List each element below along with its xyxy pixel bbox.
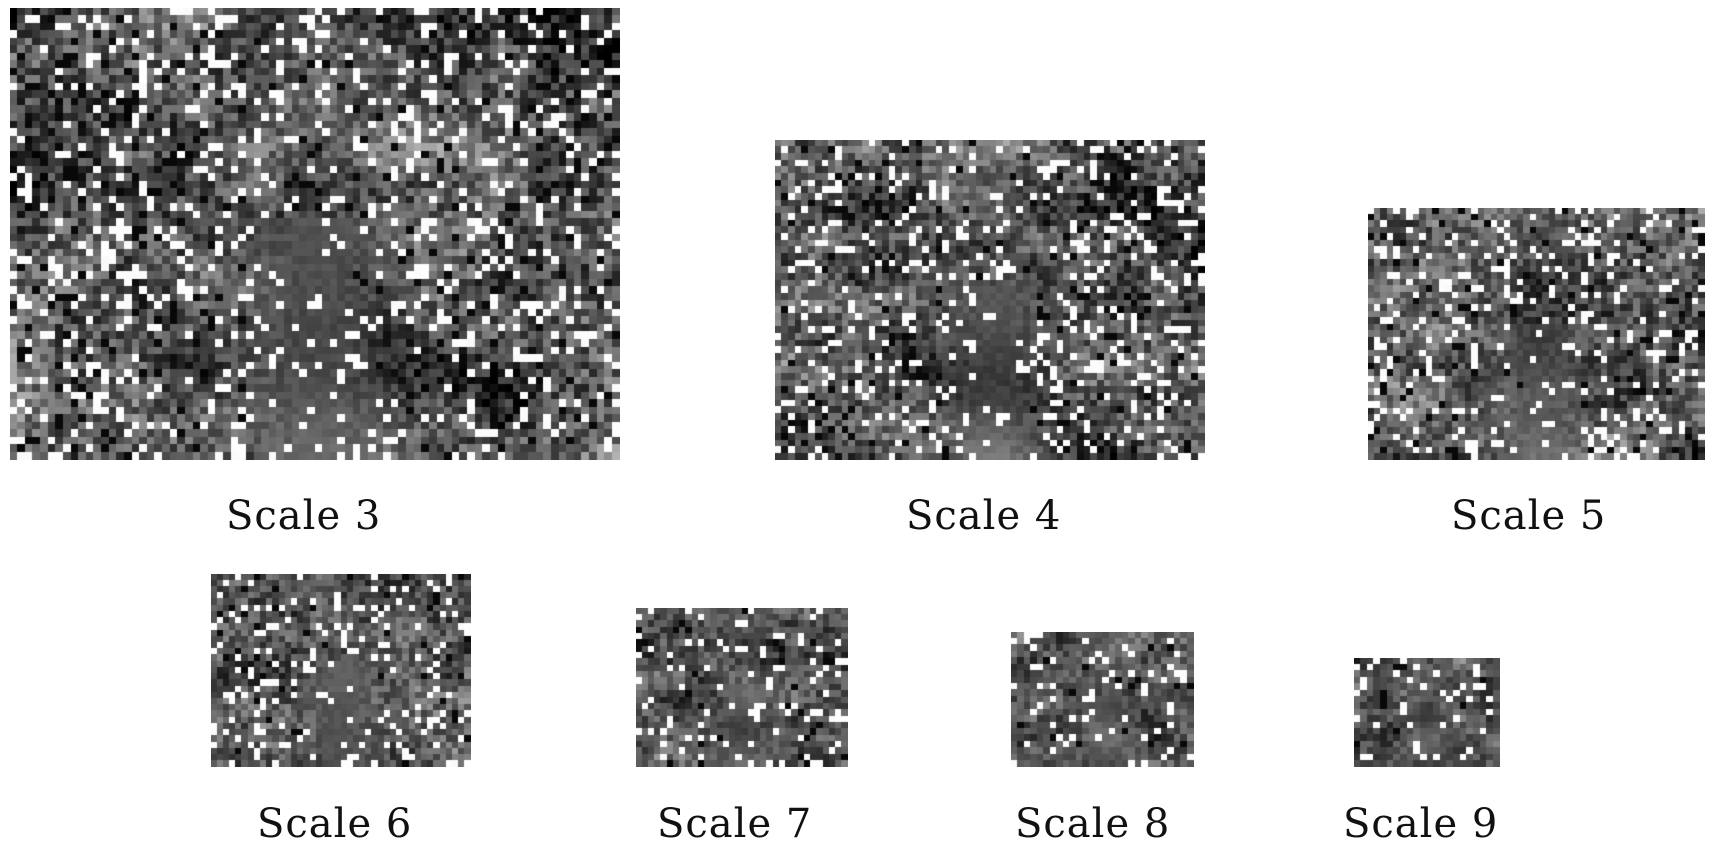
scale-7-image	[636, 608, 848, 767]
scale-3-image	[10, 8, 620, 460]
scale-8-label: Scale 8	[1015, 801, 1171, 847]
scale-6-image	[211, 574, 471, 767]
scale-8-image	[1011, 632, 1194, 767]
scale-9-image	[1354, 658, 1500, 767]
scale-6-label: Scale 6	[257, 801, 413, 847]
scale-4-label: Scale 4	[906, 493, 1062, 539]
scale-5-label: Scale 5	[1451, 493, 1607, 539]
scale-5-image	[1368, 208, 1705, 460]
scale-9-label: Scale 9	[1343, 801, 1499, 847]
scale-3-label: Scale 3	[226, 493, 382, 539]
scale-7-label: Scale 7	[657, 801, 813, 847]
scale-4-image	[775, 140, 1205, 460]
